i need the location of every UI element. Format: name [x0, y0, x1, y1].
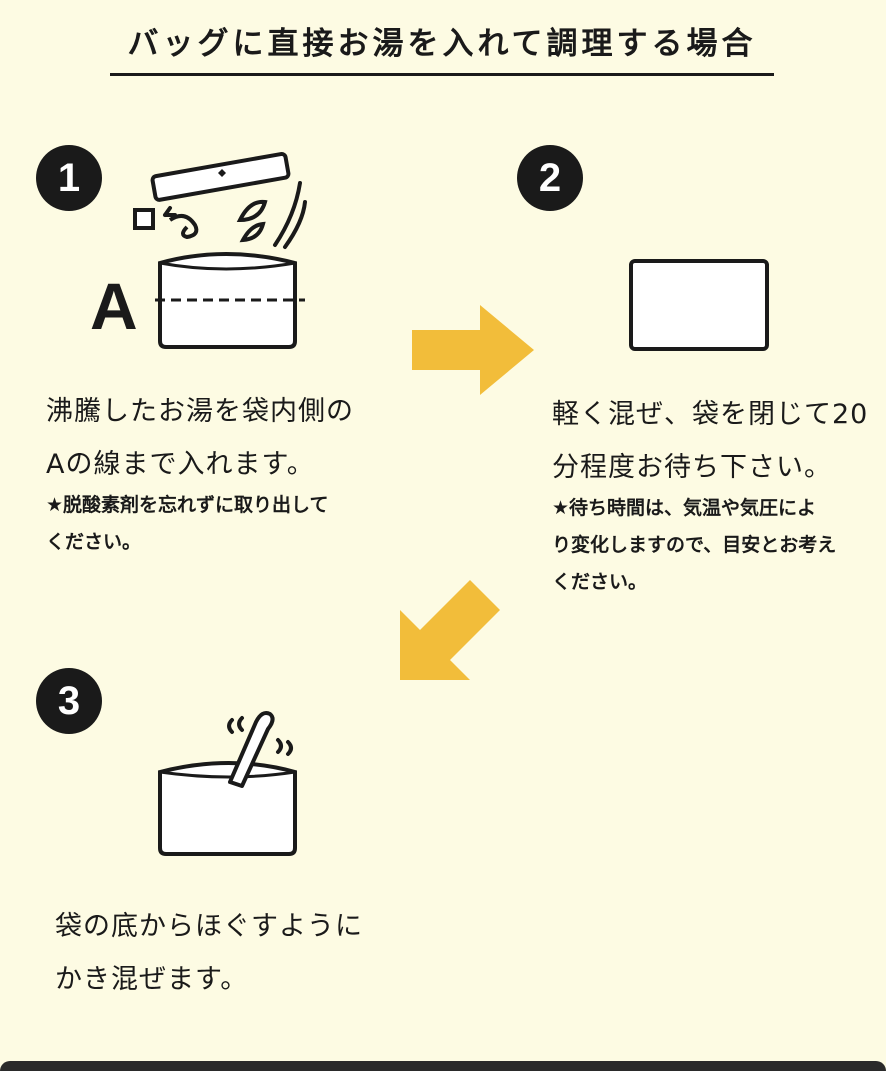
step-2-line-1: 軽く混ぜ、袋を閉じて20 — [552, 399, 869, 430]
step-2-note-line-2: り変化しますので、目安とお考え — [552, 534, 837, 556]
page-title: バッグに直接お湯を入れて調理する場合 — [110, 18, 774, 76]
step-2-line-2: 分程度お待ち下さい。 — [552, 452, 832, 483]
step-3-text: 袋の底からほぐすように かき混ぜます。 — [55, 900, 363, 1006]
step-2-text: 軽く混ぜ、袋を閉じて20 分程度お待ち下さい。 — [552, 388, 868, 494]
step-2-note-line-3: ください。 — [552, 571, 648, 593]
line-a-label: A — [90, 269, 138, 343]
step-1-note: ★脱酸素剤を忘れずに取り出して ください。 — [46, 487, 328, 561]
step-1-note-line-1: ★脱酸素剤を忘れずに取り出して — [46, 494, 329, 516]
bottom-bar — [0, 1061, 886, 1071]
step-2-note: ★待ち時間は、気温や気圧によ り変化しますので、目安とお考え ください。 — [552, 490, 836, 601]
step-1-badge: 1 — [36, 145, 102, 211]
step-3-badge: 3 — [36, 668, 102, 734]
pouch-sealed-icon — [629, 259, 769, 351]
step-1-line-2: Aの線まで入れます。 — [46, 449, 315, 480]
step-3-line-2: かき混ぜます。 — [55, 964, 249, 995]
pouch-open-icon — [133, 152, 307, 349]
step-1-note-line-2: ください。 — [46, 531, 142, 553]
step-1-text: 沸騰したお湯を袋内側の Aの線まで入れます。 — [46, 385, 354, 491]
arrow-down-left-icon — [400, 580, 500, 680]
pouch-stirring-icon — [158, 711, 297, 856]
step-1-line-1: 沸騰したお湯を袋内側の — [46, 396, 354, 427]
arrow-right-icon — [412, 305, 534, 395]
step-3-line-1: 袋の底からほぐすように — [55, 911, 363, 942]
step-2-badge: 2 — [517, 145, 583, 211]
step-2-note-line-1: ★待ち時間は、気温や気圧によ — [552, 497, 817, 519]
